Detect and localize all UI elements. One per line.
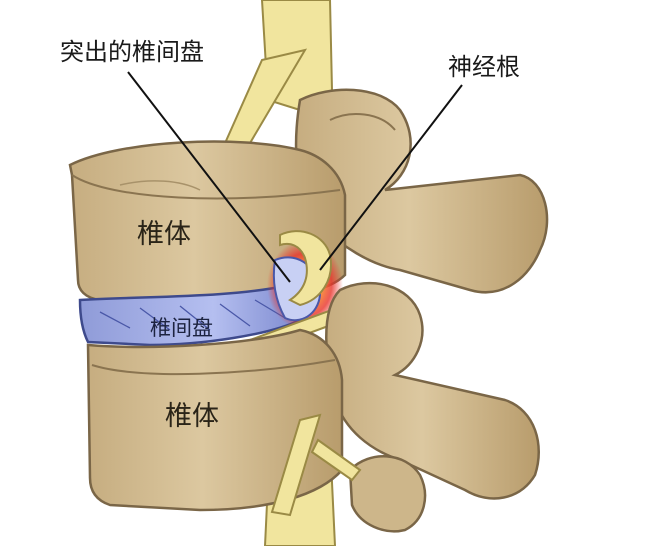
lower-vertebra	[86, 328, 344, 512]
leader-lines	[127, 71, 463, 283]
herniated-disc-label: 突出的椎间盘	[60, 38, 204, 66]
herniated-disc-leader	[127, 71, 291, 283]
upper-vertebra-label: 椎体	[137, 219, 191, 250]
nerve-root-label: 神经根	[448, 53, 520, 81]
nerve-root-leader	[319, 84, 463, 271]
lower-nerve-branch	[270, 413, 362, 517]
lower-posterior-process	[325, 281, 540, 533]
disc-label: 椎间盘	[150, 316, 213, 340]
lower-vertebra-label: 椎体	[165, 401, 219, 432]
